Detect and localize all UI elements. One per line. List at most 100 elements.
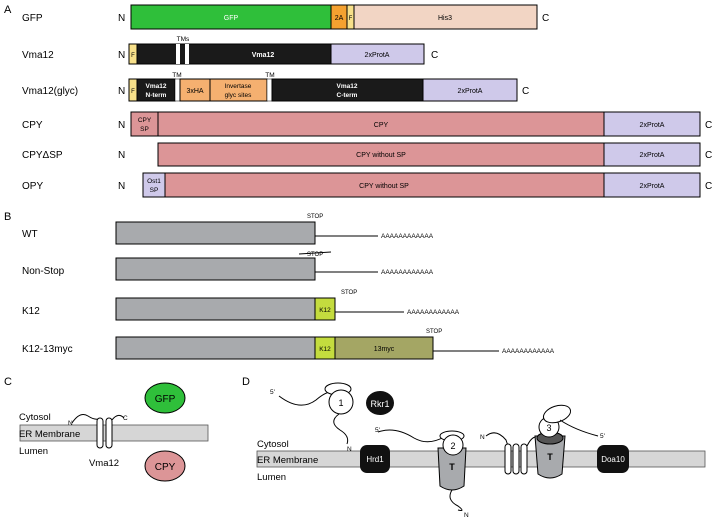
mrna [278,391,337,406]
panel-c-letter: C [4,376,12,388]
ribosome-number: 2 [450,441,455,451]
hrd1 [360,445,390,473]
tm-annotation: TM [265,72,274,79]
translocon-label: T [449,462,455,472]
segment-label: Ost1 [147,178,161,185]
translocon-label: T [547,452,553,462]
panel-a-letter: A [4,4,12,16]
five-prime: 5' [270,389,275,396]
large-subunit [442,434,464,456]
poly-a-tail: AAAAAAAAAAAA [407,309,460,316]
panel-b-letter: B [4,211,11,223]
tm-stripe [185,44,189,64]
construct-cpy: CPY N CPY SP CPY 2xProtA C [22,111,712,137]
n-terminus: N [118,86,125,97]
membrane-label: ER Membrane [19,429,80,440]
construct-label: Vma12 [22,50,54,61]
ribosome-1: 5' 1 N [270,382,354,453]
panel-c: C Cytosol ER Membrane Lumen N C Vma12 GF… [4,376,209,482]
segment-cpy [157,111,605,137]
tm-helix [512,443,520,475]
stop-codon: STOP [426,329,442,335]
panel-d-letter: D [242,376,250,388]
poly-a-tail: AAAAAAAAAAAA [381,233,434,240]
segment-protA [603,111,701,137]
coding-region [115,336,316,360]
n-terminus: N [118,181,125,192]
coding-region [115,221,316,245]
vma12-label: Vma12 [89,458,119,469]
k12-tag [314,297,336,321]
segment-protA [603,172,701,198]
construct-label: Vma12(glyc) [22,86,78,97]
panel-b: B WT STOP AAAAAAAAAAAA Non-Stop STOP AAA… [4,211,555,360]
cpy-label: CPY [155,462,176,473]
segment-label: SP [140,126,149,133]
n-terminus: N [118,50,125,61]
mrna-wt: WT STOP AAAAAAAAAAAA [22,214,434,245]
segment-label: Invertase [225,83,252,90]
n-terminus: N [118,120,125,131]
segment-label: SP [150,187,159,194]
construct-label: OPY [22,181,43,192]
c-terminus: C [123,415,128,422]
segment-label: glyc sites [225,92,252,99]
translocon [534,435,566,479]
mrna-label: Non-Stop [22,266,65,277]
segment-label: C-term [337,92,358,99]
rkr1 [366,391,394,415]
segment-label: GFP [224,15,239,22]
n-terminus: N [68,420,73,427]
segment-protA [422,78,518,102]
coding-region [115,257,316,281]
c-terminus: C [431,50,438,61]
mrna-label: K12 [22,306,40,317]
five-prime: 5' [600,433,605,440]
nascent-chain [449,489,463,511]
segment-label: Vma12 [252,52,275,59]
mrna-k12-13myc: K12-13myc K12 13myc STOP AAAAAAAAAAAA [22,329,555,360]
poly-a-tail: AAAAAAAAAAAA [502,348,555,355]
lumen-label: Lumen [257,472,286,483]
c-terminus: C [705,181,712,192]
five-prime: 5' [375,427,380,434]
lumen-label: Lumen [19,446,48,457]
tag-label: 13myc [374,346,395,353]
rkr1-label: Rkr1 [370,399,389,409]
panel-d: D Cytosol ER Membrane Lumen 5' 1 N Rkr1 … [242,376,706,519]
stop-codon: STOP [341,290,357,296]
c-terminus: C [705,150,712,161]
segment-gfp [130,4,332,30]
nascent-chain [485,432,509,447]
membrane-label: ER Membrane [257,455,318,466]
strikethrough [298,251,332,255]
segment-label: 2xProtA [640,122,665,129]
translocon [437,447,467,491]
ribosome-number: 1 [338,398,343,408]
tm-helix [520,443,528,475]
13myc-tag [334,336,434,360]
tm-stripe [266,78,273,102]
mrna [377,429,445,443]
c-terminus: C [522,86,529,97]
construct-cpy-delta-sp: CPYΔSP N CPY without SP 2xProtA C [22,142,712,167]
construct-gfp: GFP N GFP 2A F His3 C [22,4,549,30]
stop-codon-removed: STOP [307,252,323,258]
vma12-nterm-chain [71,414,100,424]
tag-label: K12 [319,346,331,353]
segment-label: 2A [335,15,344,22]
ribosome-3: T 3 5' [534,404,605,479]
cytosol-label: Cytosol [257,439,289,450]
doa10-label: Doa10 [601,455,625,464]
large-subunit [328,389,354,415]
tm-stripe [174,78,181,102]
tm-annotation: TM [172,72,181,79]
c-terminus: C [705,120,712,131]
er-membrane [19,424,209,442]
segment-label: CPY [374,122,389,129]
segment-label: CPY without SP [359,183,409,190]
tag-label: K12 [319,307,331,314]
tm-helix [96,417,104,449]
tm-helix [105,417,113,449]
segment-label: F [349,16,353,22]
